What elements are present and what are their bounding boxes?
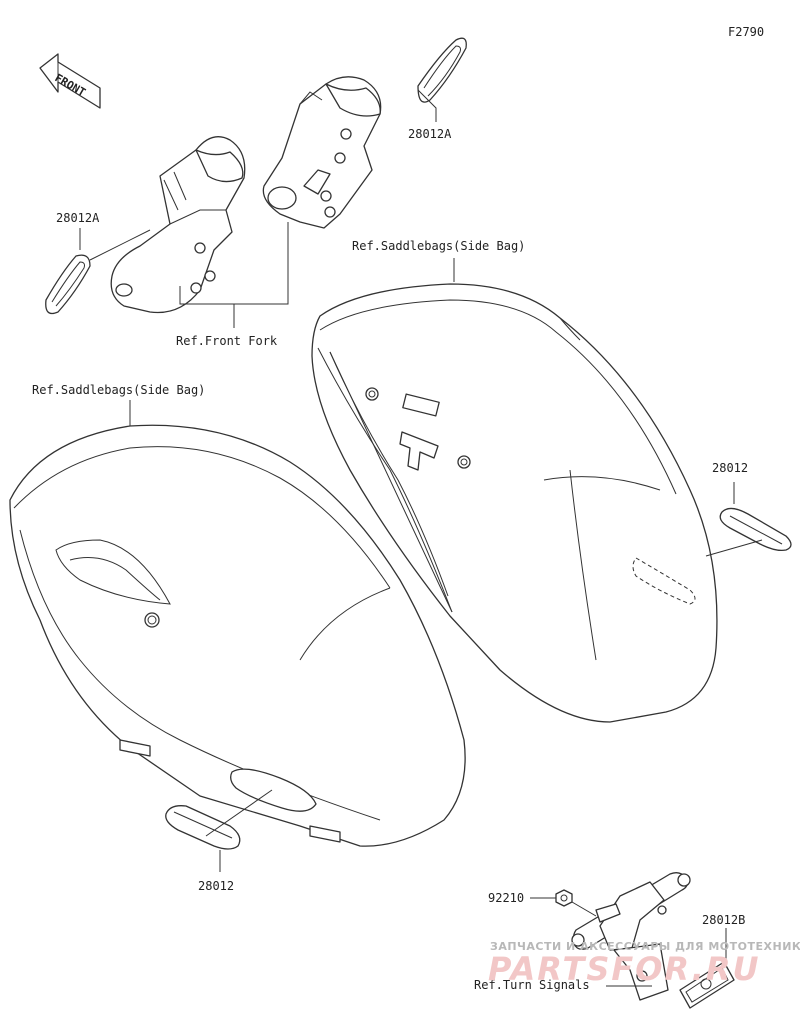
watermark-logo: PARTSFOR.RU: [488, 950, 760, 988]
reflector-28012A-left[interactable]: [45, 254, 91, 315]
reflector-28012B[interactable]: [679, 961, 735, 1009]
callout-28012-lower[interactable]: 28012: [198, 879, 234, 893]
callout-28012A-left[interactable]: 28012A: [56, 211, 100, 225]
callout-28012B[interactable]: 28012B: [702, 913, 745, 927]
ref-saddlebag-right[interactable]: Ref.Saddlebags(Side Bag): [352, 239, 525, 253]
watermark-tagline: ЗАПЧАСТИ И АКСЕССУАРЫ ДЛЯ МОТОТЕХНИКИ: [490, 940, 800, 953]
front-fork-right: [262, 76, 382, 229]
nut-92210[interactable]: [555, 889, 573, 907]
front-fork-left: [110, 136, 246, 314]
leader-92210: [530, 897, 597, 917]
reflector-28012-lower[interactable]: [165, 805, 241, 850]
front-arrow-icon: FRONT: [39, 53, 101, 109]
leader-28012A-upper: [417, 89, 437, 122]
callout-28012-right[interactable]: 28012: [712, 461, 748, 475]
turn-signal-bracket: [571, 872, 691, 1001]
saddlebag-right: [311, 283, 718, 723]
reflector-28012A-upper[interactable]: [417, 37, 467, 103]
ref-turn-signals[interactable]: Ref.Turn Signals: [474, 978, 590, 992]
figure-code: F2790: [728, 25, 764, 39]
ref-saddlebag-left[interactable]: Ref.Saddlebags(Side Bag): [32, 383, 205, 397]
callout-28012A-upper[interactable]: 28012A: [408, 127, 452, 141]
reflector-28012-right[interactable]: [719, 507, 792, 552]
saddlebag-left: [9, 424, 466, 847]
ref-front-fork[interactable]: Ref.Front Fork: [176, 334, 278, 348]
leader-28012A-left: [79, 228, 151, 261]
callout-92210[interactable]: 92210: [488, 891, 524, 905]
leader-28012-lower: [205, 789, 273, 872]
leader-28012-right: [705, 482, 763, 557]
